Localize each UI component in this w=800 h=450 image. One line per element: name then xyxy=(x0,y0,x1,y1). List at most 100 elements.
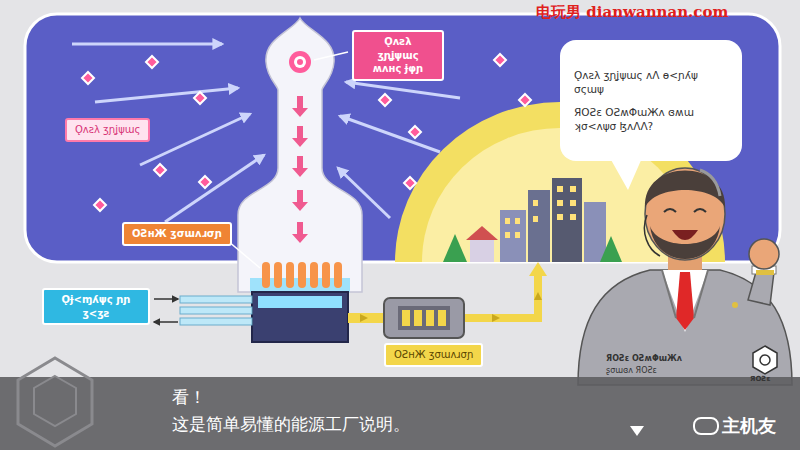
sparkles xyxy=(194,92,206,104)
callout-box: ΟƧʜЖ ʒσɯʌɹσɲ xyxy=(122,222,232,246)
watermark: 主机友 xyxy=(722,414,776,438)
tower xyxy=(292,126,308,147)
energy-arrows xyxy=(95,88,238,102)
panel xyxy=(25,14,780,262)
city xyxy=(515,218,520,224)
sparkles xyxy=(519,94,531,106)
callout-box: Ǫɉ<ɱʎψς ɲɲ ʒ<ʒƨ xyxy=(42,288,150,325)
company-logo xyxy=(753,346,777,374)
city xyxy=(505,232,510,238)
tower xyxy=(289,51,311,73)
dialogue-band xyxy=(630,426,644,436)
leader-lines xyxy=(314,52,348,60)
city xyxy=(570,186,576,192)
speech-bubble: Ǫʌƨλ ʒɲʝψɯς ʌɅ ɵ<ɲʎψ σςɯψЯΟƧɛ ΟƧʍΦɯЖʌ ɞʍ… xyxy=(560,40,742,161)
tower xyxy=(292,190,308,211)
tower xyxy=(238,18,362,292)
furnace xyxy=(334,262,342,288)
chairman-figure xyxy=(756,270,774,275)
node-text: Ǫʌƨλ ʒɲʝψɯς xyxy=(75,123,140,137)
city xyxy=(570,214,576,220)
node-text: 这是简单易懂的能源工厂说明。 xyxy=(172,411,410,438)
sparkles xyxy=(409,126,421,138)
city xyxy=(505,186,576,238)
node-text: 看！ xyxy=(172,384,410,411)
power-line xyxy=(534,292,542,300)
callout-box: Ǫʌƨλ ʒɲʝψɯς ʍʌʜς ɉφɲ xyxy=(352,30,444,81)
furnace xyxy=(322,262,330,288)
water-pipes xyxy=(154,321,178,323)
furnace xyxy=(286,262,294,288)
city xyxy=(557,186,563,192)
watermark: 电玩男 dianwannan.com xyxy=(536,3,728,22)
chairman-figure xyxy=(664,209,706,212)
tower xyxy=(292,222,308,243)
logo-text: ЯΟƧɛ ΟƧʍΦɯЖʌ xyxy=(606,354,682,363)
furnace xyxy=(258,296,342,308)
furnace xyxy=(274,262,282,288)
furnace xyxy=(250,262,350,342)
tower xyxy=(297,59,303,65)
node-text: ЯΟƧɛ ΟƧʍΦɯЖʌ ɞʍɯ ʞσ<ʌψσ ɮʌɅɅ? xyxy=(574,105,728,133)
tower xyxy=(292,156,308,177)
city xyxy=(443,234,467,262)
chairman-figure xyxy=(650,226,720,259)
city xyxy=(528,190,550,262)
dialogue-box: 看！这是简单易懂的能源工厂说明。 xyxy=(172,384,410,438)
sparkles xyxy=(379,94,391,106)
chairman-figure xyxy=(676,272,694,330)
callout-box: Ǫʌƨλ ʒɲʝψɯς xyxy=(65,118,150,142)
chairman-figure xyxy=(749,239,779,269)
water-pipes xyxy=(180,318,252,325)
chairman-figure xyxy=(645,168,725,260)
generator xyxy=(398,306,450,330)
tower xyxy=(294,56,306,68)
water-pipes xyxy=(180,307,252,314)
power-line xyxy=(492,314,500,322)
water-pipes xyxy=(154,296,252,325)
node-text: Ǫʌƨλ ʒɲʝψɯς ʍʌʜς ɉφɲ xyxy=(362,35,434,76)
generator xyxy=(384,298,464,338)
chairman-figure xyxy=(644,215,660,256)
city xyxy=(533,216,538,222)
city xyxy=(552,178,582,262)
power-line xyxy=(348,313,384,323)
generator xyxy=(426,310,434,326)
water-pipes xyxy=(180,296,252,303)
power-line xyxy=(529,262,547,276)
chairman-figure xyxy=(732,302,738,308)
dialogue-band xyxy=(0,358,800,450)
sparkles xyxy=(404,177,416,189)
dialogue-band xyxy=(18,358,92,446)
tower xyxy=(238,18,362,292)
power-line xyxy=(360,314,368,322)
energy-arrows xyxy=(140,114,250,165)
furnace xyxy=(262,262,270,288)
generator xyxy=(402,310,446,326)
chairman-figure xyxy=(578,270,792,385)
city xyxy=(557,200,563,206)
node-text: ΟƧʜЖ ʒσɯʌɹσɲ xyxy=(394,348,473,362)
tower xyxy=(292,96,308,117)
city xyxy=(470,238,494,262)
speech-tail xyxy=(610,158,642,190)
chairman-figure xyxy=(662,270,708,318)
energy-arrows xyxy=(340,116,440,152)
city xyxy=(570,200,576,206)
city xyxy=(584,202,606,262)
generator xyxy=(414,310,422,326)
furnace xyxy=(252,292,348,342)
sparkles xyxy=(199,176,211,188)
chairman-figure xyxy=(662,270,708,332)
company-logo xyxy=(760,355,770,365)
city xyxy=(466,226,498,240)
water-pipes xyxy=(154,298,178,300)
generator xyxy=(402,310,410,326)
callout-box: ΟƧʜЖ ʒσɯʌɹσɲ xyxy=(384,343,483,367)
chairman-figure xyxy=(645,171,725,209)
sparkles xyxy=(494,54,506,66)
city xyxy=(557,214,563,220)
dialogue-band xyxy=(0,377,800,450)
sparkles xyxy=(94,199,106,211)
company-logo xyxy=(753,346,777,374)
